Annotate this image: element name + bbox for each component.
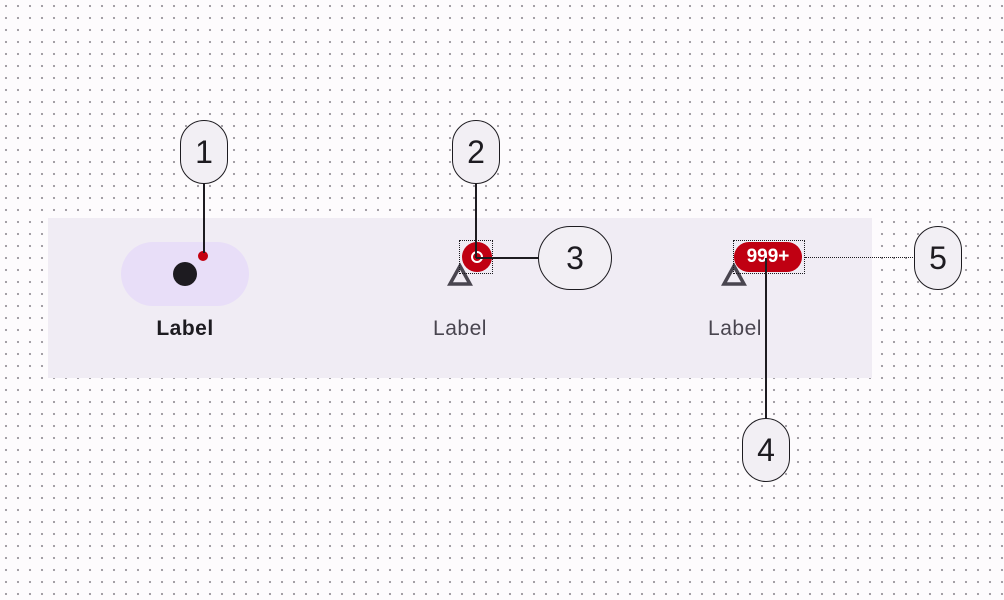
leader-line-4	[765, 258, 767, 422]
callout-2: 2	[452, 120, 500, 184]
leader-line-5	[805, 257, 917, 258]
leader-line-3	[476, 257, 540, 259]
badge-bounds-large	[733, 240, 805, 274]
callout-1: 1	[180, 120, 228, 184]
callout-5: 5	[914, 226, 962, 290]
callout-3: 3	[538, 226, 612, 290]
triangle-icon[interactable]	[720, 262, 748, 288]
leader-line-2	[475, 181, 477, 258]
large-badge: 999+	[734, 242, 802, 272]
triangle-icon[interactable]	[446, 262, 474, 288]
leader-line-1	[203, 181, 205, 253]
nav-item-label-2[interactable]: Label	[433, 317, 487, 340]
nav-item-label-3[interactable]: Label	[708, 317, 762, 340]
small-badge	[198, 251, 208, 261]
callout-4: 4	[742, 418, 790, 482]
nav-item-label-1[interactable]: Label	[156, 317, 214, 340]
dot-icon	[173, 262, 197, 286]
